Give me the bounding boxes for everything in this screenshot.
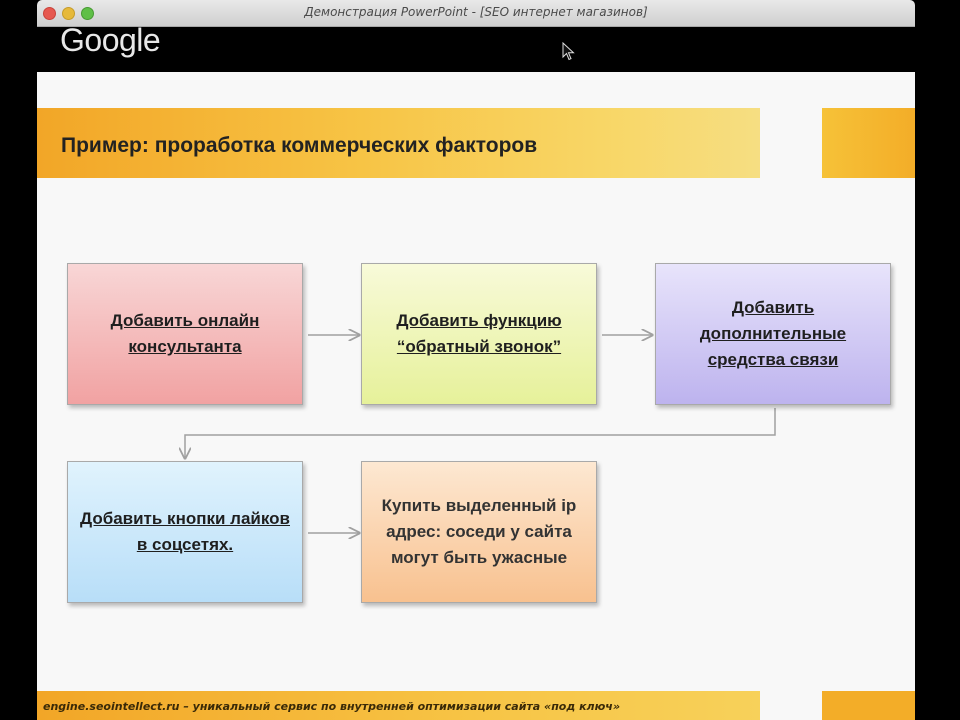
step-box-2: Добавить функцию “обратный звонок” — [361, 263, 597, 405]
window-title: Демонстрация PowerPoint - [SEO интернет … — [304, 5, 648, 19]
arrow-3-to-4 — [185, 408, 776, 458]
footer-text: engine.seointellect.ru – уникальный серв… — [43, 700, 620, 713]
step-box-1: Добавить онлайн консультанта — [67, 263, 303, 405]
mouse-cursor-icon — [562, 42, 575, 61]
step-box-5: Купить выделенный ip адрес: соседи у сай… — [361, 461, 597, 603]
google-logo: Google — [60, 22, 161, 58]
step-box-2-label: Добавить функцию “обратный звонок” — [396, 311, 562, 356]
step-box-4-label: Добавить кнопки лайков в соцсетях. — [80, 509, 290, 554]
step-box-4: Добавить кнопки лайков в соцсетях. — [67, 461, 303, 603]
step-box-1-label: Добавить онлайн консультанта — [110, 311, 260, 356]
title-band-accent — [822, 108, 915, 178]
window-titlebar: Демонстрация PowerPoint - [SEO интернет … — [37, 0, 915, 27]
footer-band-accent — [822, 691, 915, 720]
step-box-5-label: Купить выделенный ip адрес: соседи у сай… — [381, 496, 577, 567]
flow-arrows — [37, 72, 776, 720]
window-controls — [43, 7, 94, 20]
footer-band — [37, 691, 760, 720]
close-icon[interactable] — [43, 7, 56, 20]
presentation-slide: Пример: проработка коммерческих факторов… — [37, 72, 915, 720]
minimize-icon[interactable] — [62, 7, 75, 20]
maximize-icon[interactable] — [81, 7, 94, 20]
title-band — [37, 108, 760, 178]
step-box-3: Добавить дополнительные средства связи — [655, 263, 891, 405]
slide-title: Пример: проработка коммерческих факторов — [61, 134, 538, 157]
step-box-3-label: Добавить дополнительные средства связи — [699, 298, 847, 369]
